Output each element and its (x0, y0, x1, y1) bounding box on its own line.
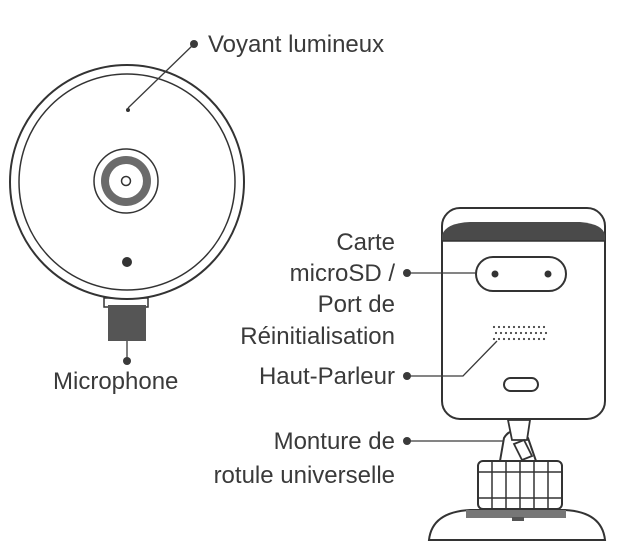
camera-side-icon (427, 207, 607, 541)
microsd-label-line4: Réinitialisation (240, 323, 395, 350)
microphone-leader-dot (123, 357, 131, 365)
microphone-label: Microphone (53, 368, 178, 395)
microsd-hole-right (544, 270, 552, 278)
indicator-leader-dot (190, 40, 198, 48)
microsd-label-line2: microSD / (290, 260, 396, 287)
microphone-hole (122, 257, 132, 267)
mount-base-band (466, 510, 566, 518)
camera-top-band (442, 222, 605, 241)
mount-label-line2: rotule universelle (214, 462, 395, 489)
microsd-label-line3: Port de (318, 291, 395, 318)
mount-knob (477, 460, 563, 510)
indicator-leader-line (127, 44, 194, 109)
mount-ball (512, 438, 534, 462)
speaker-label: Haut-Parleur (259, 363, 395, 390)
mount-base-slot (512, 517, 524, 521)
microsd-label-line1: Carte (336, 229, 395, 256)
front-stand-base (108, 305, 146, 341)
indicator-label: Voyant lumineux (208, 31, 384, 58)
microsd-slot (475, 256, 567, 292)
speaker-leader-line (407, 340, 498, 377)
indicator-light-dot (126, 108, 130, 112)
mount-swivel (506, 419, 532, 441)
camera-front-icon (9, 64, 245, 341)
speaker-grille (492, 325, 548, 341)
mount-label-line1: Monture de (274, 428, 395, 455)
lens-icon (93, 148, 159, 214)
microsd-hole-left (491, 270, 499, 278)
camera-bottom-button (503, 377, 539, 392)
